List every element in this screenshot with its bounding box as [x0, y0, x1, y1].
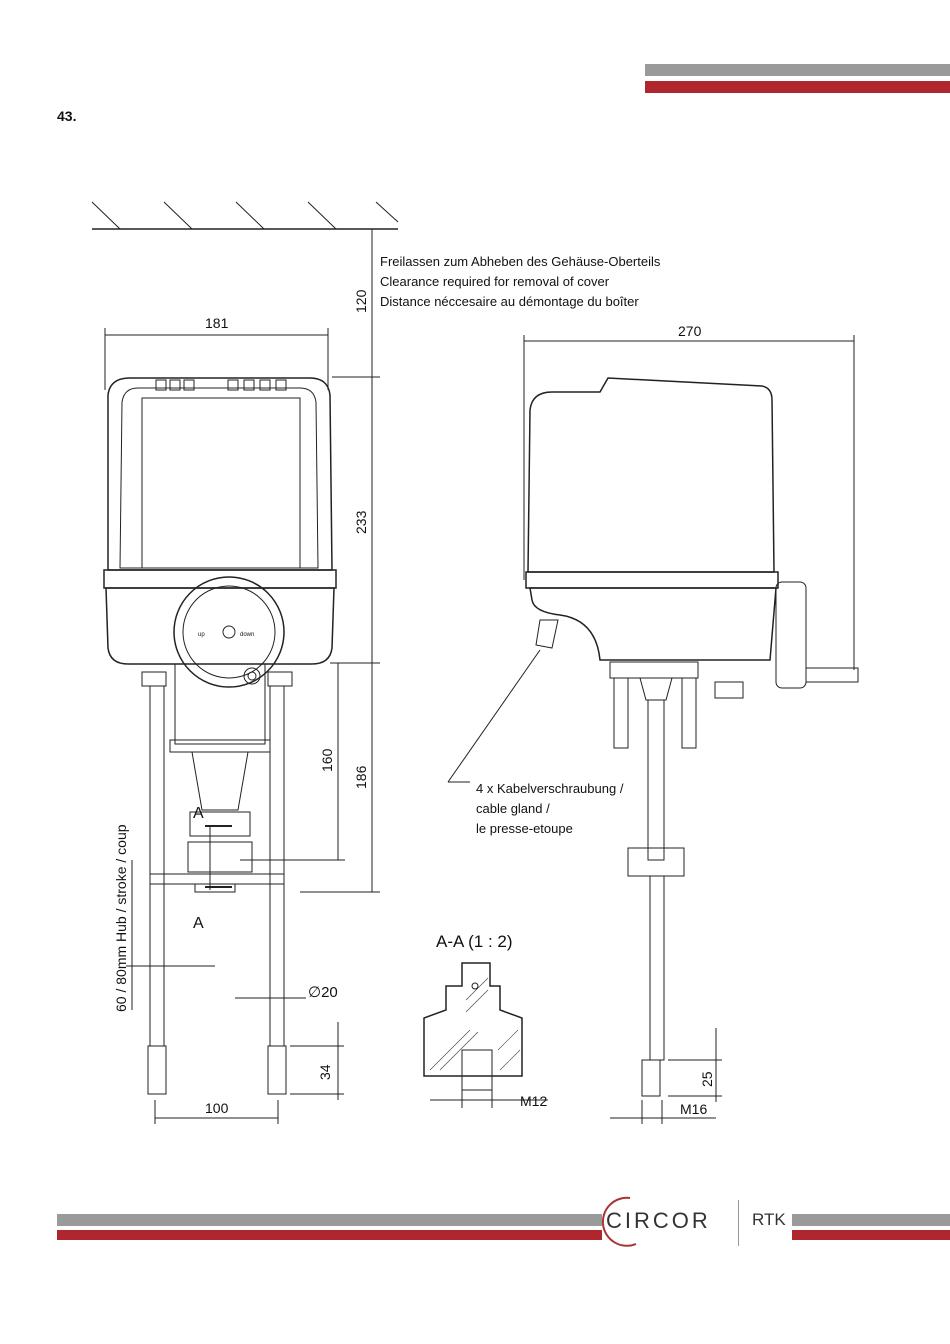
brand-logo: CIRCOR [606, 1208, 711, 1234]
dim-m12: M12 [520, 1093, 547, 1109]
section-marker-bottom: A [193, 915, 204, 932]
footer-bar-gray-right [792, 1214, 950, 1226]
dim-m16: M16 [680, 1101, 707, 1117]
dim-34: 34 [317, 1064, 333, 1080]
footer-bar-gray-left [57, 1214, 602, 1226]
dim-stroke: 60 / 80mm Hub / stroke / coup [113, 824, 129, 1012]
dim-270: 270 [678, 323, 702, 339]
footer-bar-red-right [792, 1230, 950, 1240]
section-marker-top: A [193, 805, 204, 822]
clearance-note-de: Freilassen zum Abheben des Gehäuse-Obert… [380, 254, 661, 269]
gland-note-de: 4 x Kabelverschraubung / [476, 781, 624, 796]
knob-label-up: up [198, 632, 205, 638]
footer-bar-red-left [57, 1230, 602, 1240]
dim-160: 160 [319, 748, 335, 772]
gland-note-fr: le presse-etoupe [476, 821, 573, 836]
dim-181: 181 [205, 315, 229, 331]
dim-233: 233 [353, 510, 369, 534]
logo-divider [738, 1200, 739, 1246]
dim-100: 100 [205, 1100, 229, 1116]
knob-label-down: down [240, 632, 254, 638]
dim-120: 120 [353, 289, 369, 313]
dim-25: 25 [699, 1071, 715, 1087]
section-title: A-A (1 : 2) [436, 932, 513, 951]
clearance-note-fr: Distance néccesaire au démontage du boît… [380, 294, 639, 309]
dim-diameter: ∅20 [308, 984, 338, 1001]
dim-186: 186 [353, 765, 369, 789]
gland-note-en: cable gland / [476, 801, 550, 816]
technical-drawing: Freilassen zum Abheben des Gehäuse-Obert… [0, 0, 950, 1200]
clearance-note-en: Clearance required for removal of cover [380, 274, 610, 289]
sub-brand-logo: RTK [752, 1210, 786, 1230]
